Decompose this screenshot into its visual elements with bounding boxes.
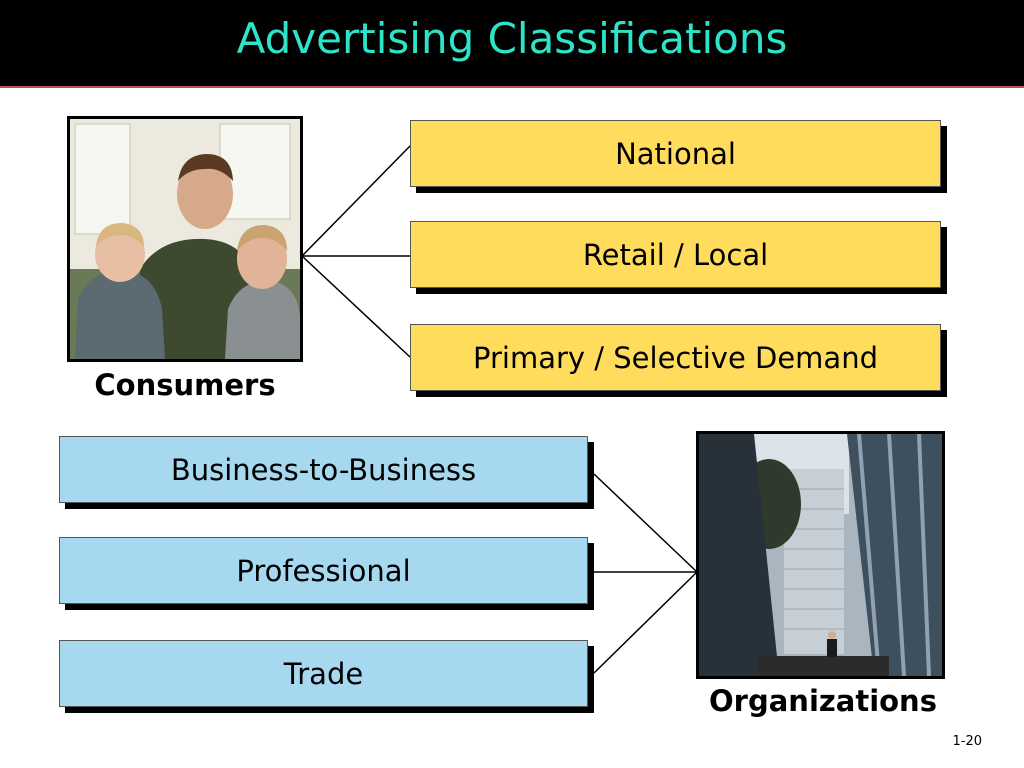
office-building-photo [696, 431, 945, 679]
category-retail-local: Retail / Local [410, 221, 941, 288]
title-bar [0, 0, 1024, 86]
category-trade: Trade [59, 640, 588, 707]
organizations-caption: Organizations [709, 684, 937, 718]
category-primary-selective-demand: Primary / Selective Demand [410, 324, 941, 391]
connector-b2b-organizations [593, 473, 698, 573]
family-photo [67, 116, 303, 362]
category-professional: Professional [59, 537, 588, 604]
category-national: National [410, 120, 941, 187]
connector-consumers-national [301, 145, 411, 257]
page-number: 1-20 [952, 734, 982, 749]
title-underline [0, 86, 1024, 88]
connector-consumers-primary [301, 255, 411, 358]
consumers-caption: Consumers [94, 368, 276, 402]
category-business-to-business: Business-to-Business [59, 436, 588, 503]
slide-title: Advertising Classifications [236, 14, 788, 63]
connector-trade-organizations [593, 571, 698, 674]
